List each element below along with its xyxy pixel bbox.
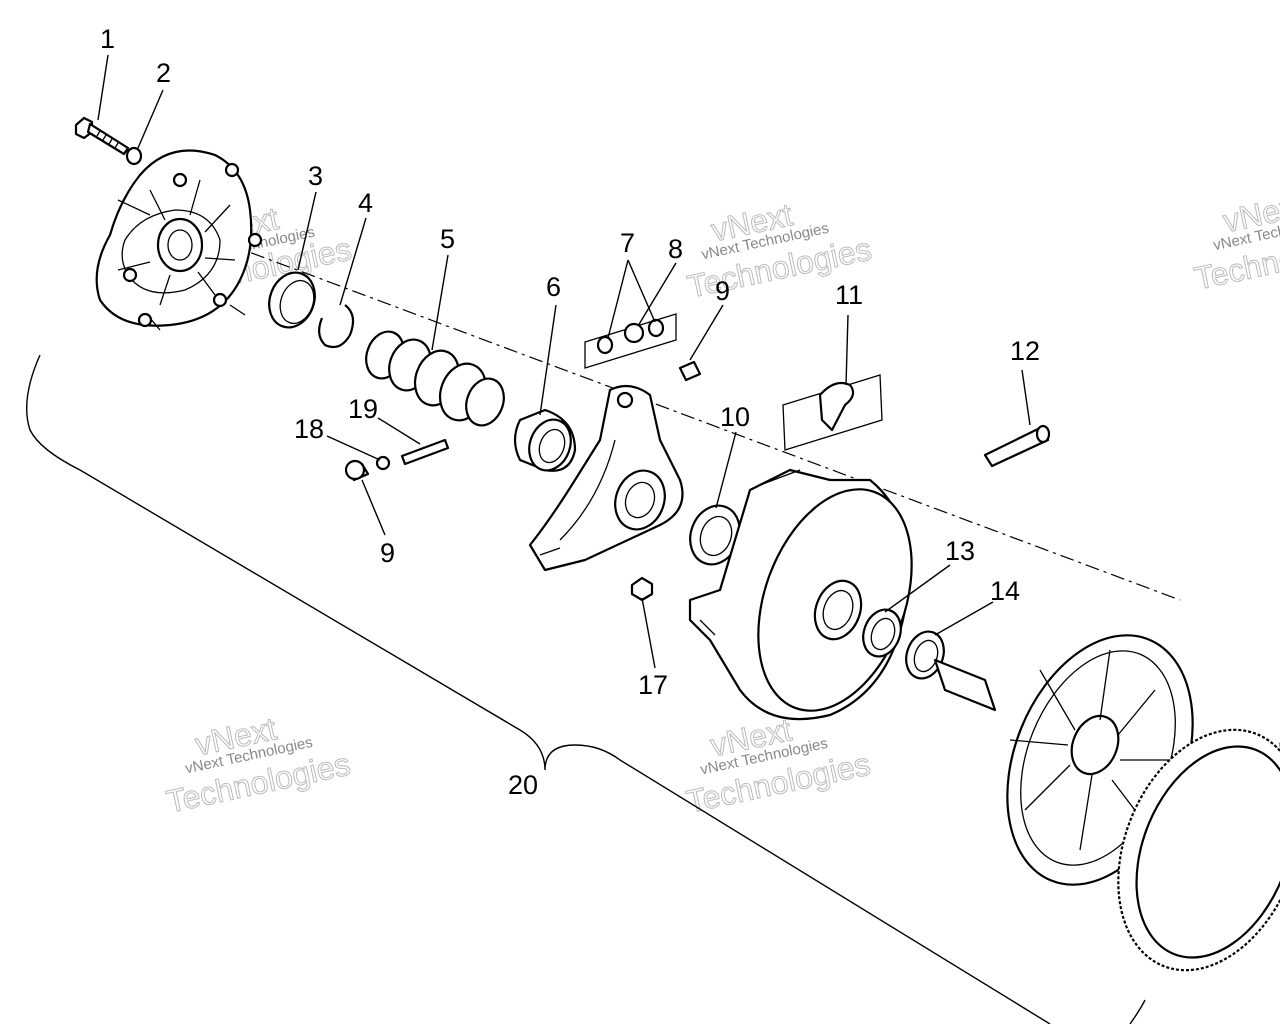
long-pin	[983, 424, 1051, 468]
pin	[400, 438, 450, 466]
assembly-bracket-end	[1129, 999, 1146, 1024]
washer	[125, 146, 143, 166]
leader-lines	[97, 54, 1031, 669]
cam-inset	[782, 374, 883, 451]
callout-13: 13	[945, 536, 975, 566]
callout-10: 10	[720, 402, 750, 432]
bushing-ring	[268, 271, 316, 329]
callout-4: 4	[358, 188, 373, 218]
callout-14: 14	[990, 576, 1020, 606]
drive-cover	[95, 149, 263, 331]
callout-9-right: 9	[715, 276, 730, 306]
nut	[630, 576, 654, 602]
callout-12: 12	[1010, 336, 1040, 366]
right-bushing	[678, 360, 702, 382]
callout-9-left: 9	[380, 538, 395, 568]
callout-labels: 1 2 3 4 5 6 7 8 9 9 10 11 12 13 14 17 18…	[100, 24, 1040, 800]
sheave-bushing	[862, 608, 902, 658]
watermark-top-right: vNext vNext Technologies Technologies	[1191, 187, 1280, 297]
callout-6: 6	[546, 272, 561, 302]
callout-19: 19	[348, 394, 378, 424]
spider-arm	[528, 384, 684, 572]
callout-3: 3	[308, 161, 323, 191]
center-axis-line	[149, 214, 1181, 601]
roller-inset	[584, 313, 677, 369]
roller-sleeve	[513, 408, 577, 472]
callout-5: 5	[440, 224, 455, 254]
callout-1: 1	[100, 24, 115, 54]
bolt	[74, 116, 130, 156]
watermark-top-center: vNext vNext Technologies Technologies	[684, 196, 875, 305]
spacer-washer	[689, 504, 741, 566]
callout-8: 8	[668, 234, 683, 264]
ring-gear	[1117, 728, 1280, 972]
callout-18: 18	[294, 414, 324, 444]
spring	[365, 330, 505, 427]
callout-17: 17	[638, 670, 668, 700]
left-bushing	[344, 459, 370, 482]
snap-ring	[318, 304, 355, 349]
assembly-bracket	[25, 354, 1051, 1024]
callout-20: 20	[508, 770, 538, 800]
callout-11: 11	[835, 280, 863, 310]
watermark-bottom-left: vNext vNext Technologies Technologies	[163, 710, 354, 820]
callout-7: 7	[620, 228, 635, 258]
callout-2: 2	[156, 58, 171, 88]
